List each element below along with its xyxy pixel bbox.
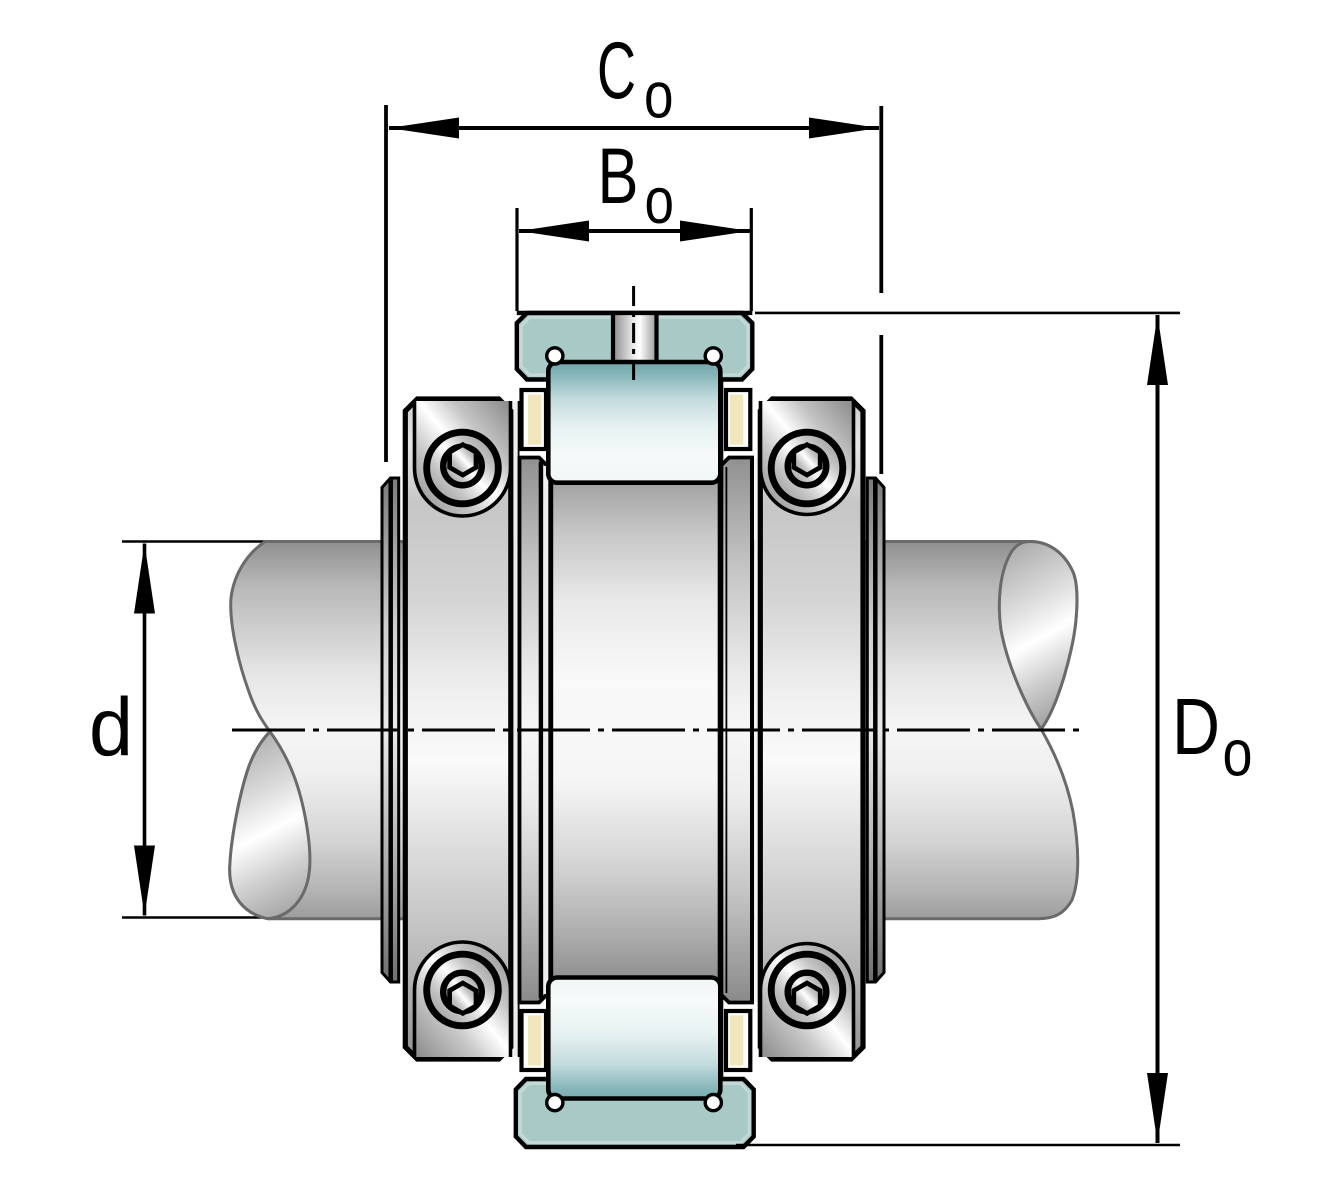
svg-text:o: o — [645, 164, 675, 237]
svg-text:B: B — [598, 131, 639, 220]
svg-text:d: d — [89, 681, 133, 774]
svg-text:C: C — [597, 26, 636, 116]
svg-text:o: o — [644, 59, 674, 132]
svg-text:D: D — [1172, 682, 1220, 771]
svg-text:o: o — [1223, 715, 1253, 789]
